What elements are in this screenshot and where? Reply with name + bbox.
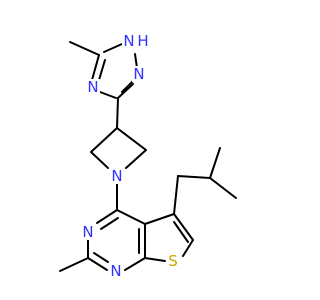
bond-c5-n4-double [98,59,106,81]
bond-c4a-c5 [144,213,175,225]
azetidine-ring [90,127,147,211]
bond-c4-n3 [96,209,118,224]
bond-c5-c6-double [173,221,189,243]
bond-c2-n1-double [93,252,109,263]
thiophene-ring [138,213,194,262]
bond-az-c2-n [125,149,147,169]
bond-n4-c3 [99,91,117,99]
bond-methyl-c-triazole [69,41,100,56]
triazole-ring [69,41,138,129]
atom-n-triazole-right: N [133,65,144,83]
bond-ch-methyl-right [209,177,237,199]
atom-n-pyrimidine-bottom: N [110,262,121,280]
pyrimidine-ring [59,209,146,272]
atom-n-triazole-top: N [123,32,134,50]
bond-c5-c6 [173,213,194,241]
atom-n-pyrimidine-left: N [82,223,93,241]
bond-triazole-azetidine [116,97,119,129]
bond-az-c3-c4 [90,127,118,153]
bond-n2-n1 [134,53,138,69]
bond-ch2-ch [177,175,211,179]
bond-c2-n1 [87,257,108,271]
bond-s-c7a [144,257,166,262]
bond-n1-c5 [103,43,123,53]
bond-az-c4-n [90,151,109,169]
bond-ch-methyl-up [209,147,221,179]
bond-c4-n3-double [100,217,119,230]
bond-az-c3-c2 [116,127,147,151]
molecule-structure: N H N N N N N S [59,32,237,280]
atom-labels: N H N N N N N S [81,32,180,280]
bond-c3-n2 [117,83,134,99]
bond-c4a-c4 [116,209,146,225]
atom-s-thiophene: S [168,252,178,270]
bond-c5-ch2 [173,175,179,215]
bond-c2-methyl [59,257,89,272]
bond-c5-n4 [91,54,100,81]
atom-h-triazole-top: H [137,32,148,50]
atom-n-triazole-left: N [87,78,98,96]
isobutyl-chain [173,147,237,215]
bond-n1-c7a [124,257,146,271]
atom-n-azetidine: N [111,167,122,185]
bond-c6-s [182,239,194,257]
